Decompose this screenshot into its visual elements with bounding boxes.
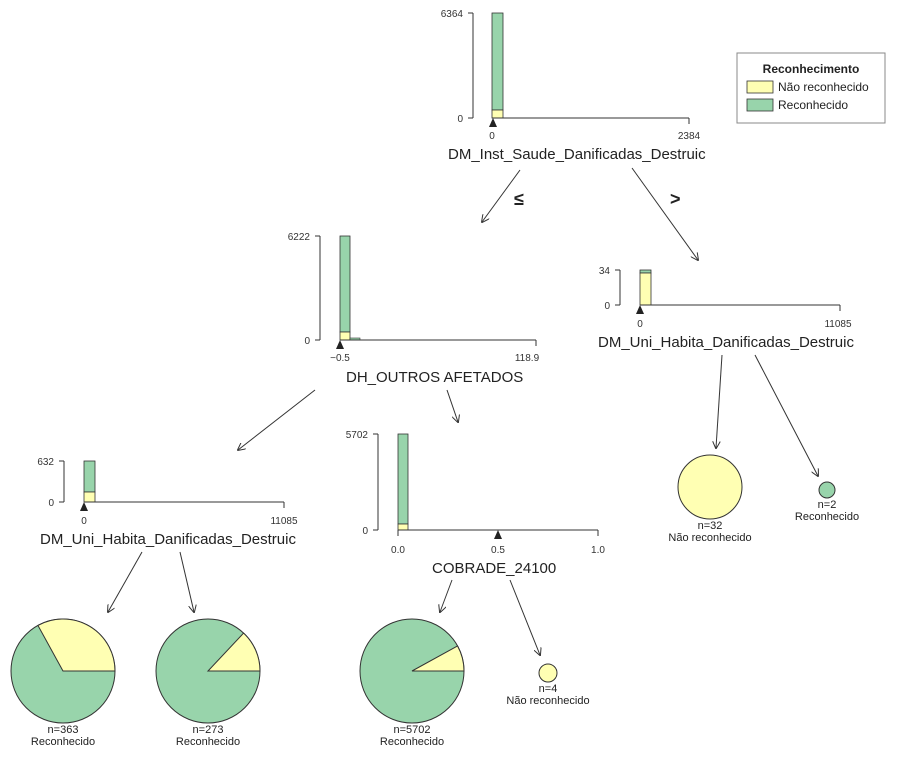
node-n3: 34 0 0 11085 DM_Uni_Habita_Danificadas_D… — [598, 266, 904, 352]
x-tick-label-2: 1.0 — [591, 545, 605, 556]
x-max-label: 11085 — [824, 319, 852, 330]
leaf-class-label: Reconhecido — [795, 511, 859, 523]
legend-title: Reconhecimento — [763, 62, 860, 76]
y-min-label: 0 — [604, 301, 610, 312]
bar-nao-reconhecido — [639, 272, 652, 306]
bar-reconhecido — [397, 433, 409, 525]
leaf-circle — [818, 481, 836, 499]
legend: Reconhecimento Não reconhecido Reconheci… — [736, 52, 886, 124]
leaf-nodes: n=363Reconhecidon=273Reconhecidon=5702Re… — [10, 454, 859, 748]
split-marker — [336, 340, 344, 349]
x-max-label: 118.9 — [515, 353, 540, 364]
leaf-count: n=4 — [539, 683, 558, 695]
x-max-label: 2384 — [678, 131, 701, 142]
bar-nao-reconhecido — [491, 109, 504, 119]
split-marker — [489, 118, 497, 127]
y-max-label: 6364 — [441, 9, 464, 20]
x-min-label: 0 — [489, 131, 495, 142]
node-n2: 6222 0 −0.5 118.9 DH_OUTROS AFETADOS — [288, 232, 540, 386]
edge-label-le: ≤ — [514, 189, 524, 209]
bar-nao-reconhecido — [397, 523, 409, 531]
leaf-class-label: Reconhecido — [380, 736, 444, 748]
edge-root-left — [482, 169, 521, 222]
bar-reconhecido — [339, 235, 351, 333]
bar-nao-reconhecido — [339, 331, 351, 341]
bar-nao-reconhecido — [83, 491, 96, 503]
x-min-label: −0.5 — [330, 353, 350, 364]
leaf-count: n=2 — [818, 499, 837, 511]
leaf-count: n=32 — [698, 520, 723, 532]
legend-item-rec: Reconhecido — [778, 98, 848, 112]
y-min-label: 0 — [304, 336, 310, 347]
y-min-label: 0 — [457, 114, 463, 125]
split-marker — [636, 305, 644, 314]
y-max-label: 34 — [599, 266, 611, 277]
leaf-class-label: Reconhecido — [176, 736, 240, 748]
pie-slice-nao-reconhecido — [206, 632, 261, 672]
split-variable: COBRADE_24100 — [432, 560, 556, 577]
node-root: 6364 0 0 2384 DM_Inst_Saude_Danificadas_… — [441, 9, 745, 163]
edge-n5-left — [440, 579, 453, 612]
x-min-label: 0 — [637, 319, 643, 330]
edge-n2-right — [446, 389, 458, 422]
y-max-label: 632 — [37, 457, 54, 468]
x-max-label: 11085 — [270, 516, 298, 527]
x-tick-label-1: 0.5 — [491, 545, 505, 556]
edge-n5-right — [509, 579, 540, 655]
split-marker — [494, 530, 502, 539]
edge-n3-left — [716, 354, 723, 448]
tree-edges — [108, 167, 818, 655]
node-n5: 5702 0 0.0 0.5 1.0 COBRADE_24100 — [346, 430, 606, 577]
edge-n2-left — [238, 389, 316, 450]
y-max-label: 6222 — [288, 232, 311, 243]
y-min-label: 0 — [362, 526, 368, 537]
bar-reconhecido — [491, 12, 504, 111]
edge-root-right — [631, 167, 698, 260]
edge-n4-left — [108, 551, 143, 612]
pie-slice-nao-reconhecido — [411, 645, 465, 672]
legend-swatch-nao — [746, 80, 774, 94]
leaf-circle — [538, 663, 558, 683]
bar-reconhecido — [639, 269, 652, 274]
split-variable: DM_Inst_Saude_Danificadas_Destruic — [448, 146, 706, 163]
edge-n3-right — [754, 354, 818, 476]
bar-reconhecido — [83, 460, 96, 493]
pie-slice-nao-reconhecido — [37, 618, 116, 672]
legend-swatch-rec — [746, 98, 774, 112]
legend-item-nao: Não reconhecido — [778, 80, 869, 94]
x-tick-label-0: 0.0 — [391, 545, 405, 556]
split-variable: DH_OUTROS AFETADOS — [346, 369, 523, 386]
leaf-circle — [677, 454, 743, 520]
edge-n4-right — [179, 551, 194, 612]
leaf-class-label: Não reconhecido — [668, 532, 751, 544]
x-min-label: 0 — [81, 516, 87, 527]
leaf-class-label: Reconhecido — [31, 736, 95, 748]
split-variable: DM_Uni_Habita_Danificadas_Destruic — [40, 531, 296, 548]
split-marker — [80, 502, 88, 511]
y-min-label: 0 — [48, 498, 54, 509]
node-n4: 632 0 0 11085 DM_Uni_Habita_Danificadas_… — [37, 457, 337, 550]
leaf-class-label: Não reconhecido — [506, 695, 589, 707]
edge-label-gt: > — [670, 189, 681, 209]
leaf-count: n=273 — [193, 724, 224, 736]
leaf-count: n=5702 — [393, 724, 430, 736]
y-max-label: 5702 — [346, 430, 369, 441]
split-variable: DM_Uni_Habita_Danificadas_Destruic — [598, 334, 854, 351]
leaf-count: n=363 — [48, 724, 79, 736]
